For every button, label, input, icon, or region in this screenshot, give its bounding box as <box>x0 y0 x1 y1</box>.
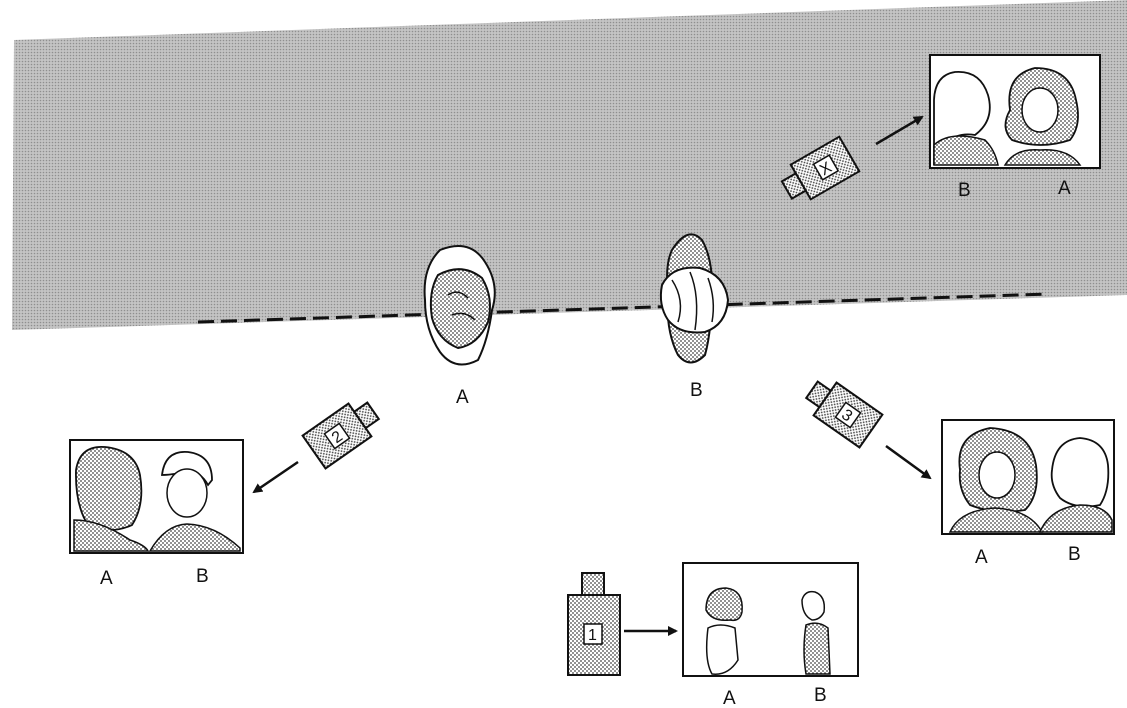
axis-of-action-line <box>197 292 1049 324</box>
camera-2: 2 <box>301 401 381 470</box>
camera-x: X <box>780 135 861 201</box>
actor-a-topview <box>423 245 496 366</box>
camera-1: 1 <box>567 572 621 676</box>
frame-2-right-label: B <box>196 566 209 587</box>
camera-3-arrow <box>885 444 932 480</box>
frame-2-left-label: A <box>100 568 113 589</box>
forbidden-zone <box>12 0 1127 330</box>
frame-3 <box>941 419 1115 535</box>
frame-1-right-label: B <box>814 685 827 706</box>
actor-b-topview <box>659 233 730 364</box>
camera-x-arrow <box>875 115 924 146</box>
frame-2 <box>69 439 244 554</box>
frame-3-right-label: B <box>1068 544 1081 565</box>
frame-1 <box>682 562 859 677</box>
frame-3-left-label: A <box>975 547 988 568</box>
frame-x-left-label: B <box>958 180 971 201</box>
frame-x-right-label: A <box>1058 178 1071 199</box>
actor-b-label: B <box>690 380 703 401</box>
frame-1-left-label: A <box>723 688 736 708</box>
actor-a-label: A <box>456 387 469 408</box>
camera-2-arrow <box>252 460 299 494</box>
camera-1-label: 1 <box>588 627 597 644</box>
frame-x <box>929 54 1101 169</box>
camera-3: 3 <box>804 380 884 449</box>
